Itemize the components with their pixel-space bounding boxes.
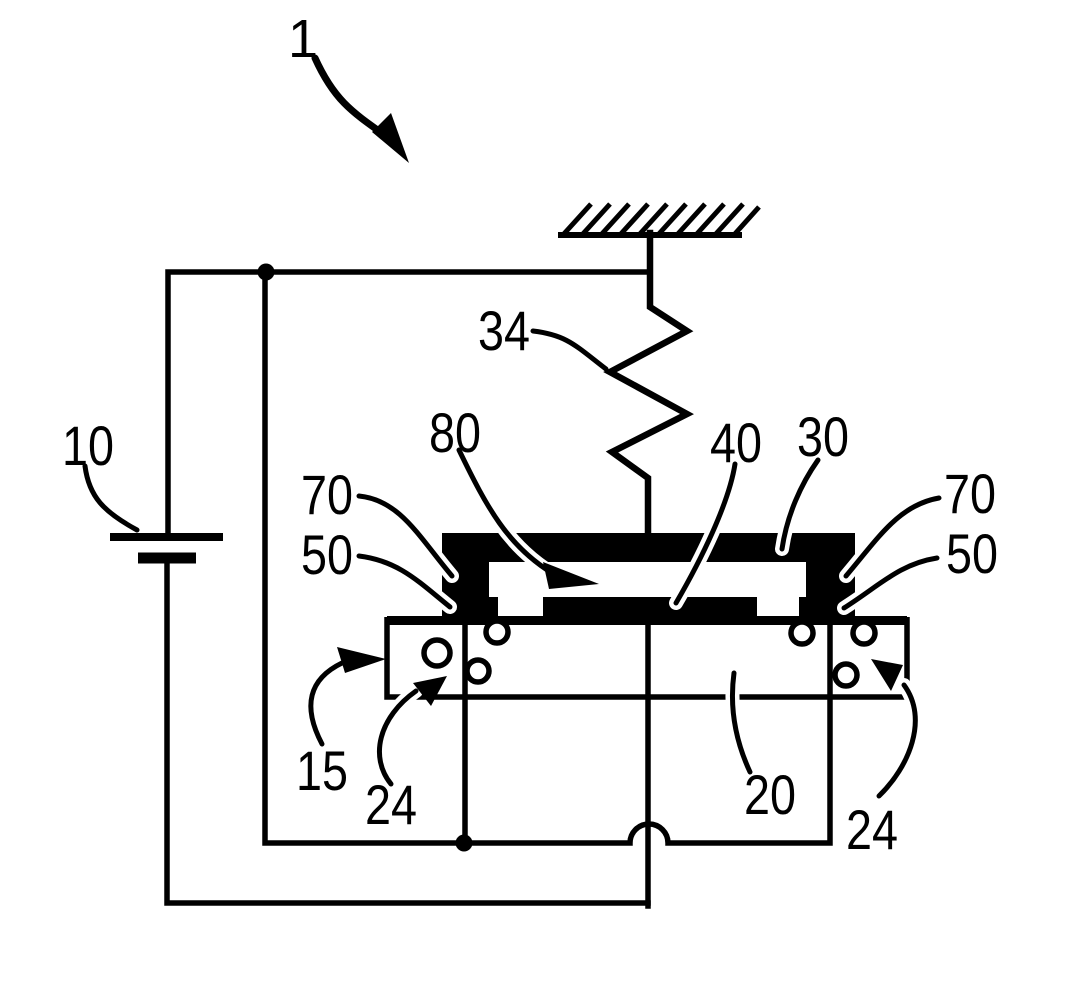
leader-spring xyxy=(530,328,609,372)
junction-dot-bottom xyxy=(455,834,473,852)
leader-bump-left xyxy=(352,489,459,583)
fixed-support-hatching xyxy=(558,202,761,238)
switch-device xyxy=(387,533,907,625)
leader-anchor xyxy=(308,647,386,747)
label-gap: 80 xyxy=(429,401,481,464)
arrowhead xyxy=(413,676,447,706)
wire-top xyxy=(165,269,651,538)
leader-battery xyxy=(82,463,140,533)
leader-via-right xyxy=(871,659,923,803)
arrowhead xyxy=(372,113,409,163)
leader-movable-electrode xyxy=(775,453,825,556)
wire-bottom xyxy=(164,559,651,906)
label-fixed-electrode: 40 xyxy=(710,411,762,474)
via-hole xyxy=(850,619,878,647)
via-hole xyxy=(832,661,860,689)
label-anchor: 15 xyxy=(296,739,348,802)
label-contact-right: 50 xyxy=(946,522,998,585)
junction-dot-top xyxy=(257,263,275,281)
via-hole xyxy=(788,619,816,647)
label-voltage-source: 10 xyxy=(62,414,114,477)
arrowhead xyxy=(871,659,903,691)
label-substrate: 20 xyxy=(744,763,796,826)
leader-fixed-electrode xyxy=(669,457,742,610)
via-hole xyxy=(464,657,492,685)
leader-substrate xyxy=(725,666,757,779)
leader-lines xyxy=(82,54,946,803)
reference-labels: 1 34 10 80 40 30 70 50 70 50 15 24 20 24 xyxy=(62,9,998,861)
spring xyxy=(603,229,694,539)
circuit-wiring xyxy=(164,263,833,909)
label-assembly: 1 xyxy=(288,9,318,69)
arrowhead xyxy=(543,562,599,589)
via-holes xyxy=(421,618,878,689)
via-hole xyxy=(421,637,453,669)
via-hole xyxy=(483,618,511,646)
leader-assembly xyxy=(311,54,409,163)
leader-bump-right xyxy=(839,491,946,583)
leader-gap xyxy=(452,443,599,589)
leader-contact-left xyxy=(352,549,457,614)
leader-contact-right xyxy=(837,551,944,615)
leader-via-left xyxy=(372,676,447,791)
label-spring: 34 xyxy=(478,299,530,362)
label-via-right: 24 xyxy=(846,798,898,861)
label-via-left: 24 xyxy=(365,773,417,836)
fixed-electrode-bar xyxy=(543,597,757,623)
battery-icon xyxy=(110,533,223,564)
label-bump-right: 70 xyxy=(944,462,996,525)
label-contact-left: 50 xyxy=(301,523,353,586)
label-bump-left: 70 xyxy=(301,463,353,526)
label-movable-electrode: 30 xyxy=(797,405,849,468)
arrowhead xyxy=(337,647,386,673)
